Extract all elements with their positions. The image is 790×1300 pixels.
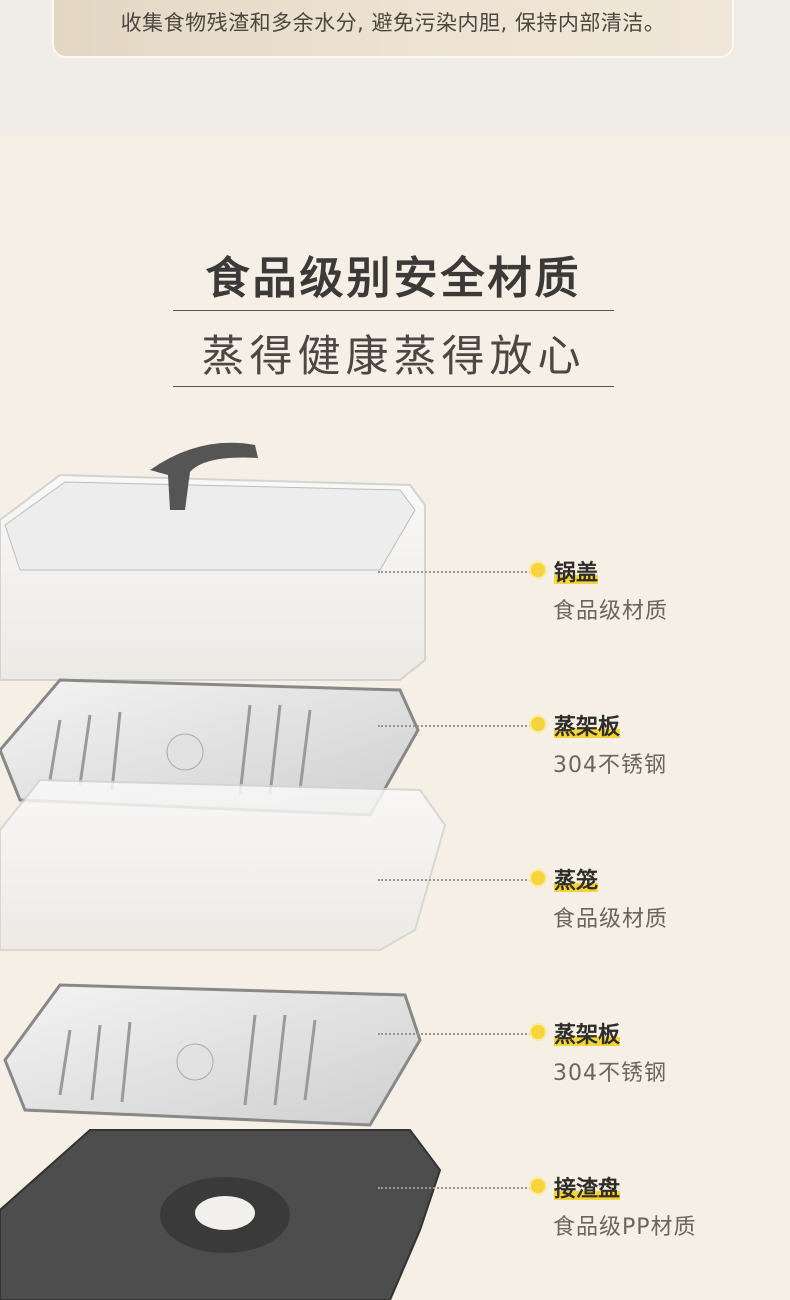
callout-basket: 蒸笼 食品级材质	[378, 863, 778, 959]
callout-rack-1: 蒸架板 304不锈钢	[378, 709, 778, 805]
callout-rack-2: 蒸架板 304不锈钢	[378, 1017, 778, 1113]
callout-drip-tray: 接渣盘 食品级PP材质	[378, 1171, 778, 1267]
part-name: 接渣盘	[554, 1171, 621, 1203]
part-name: 蒸架板	[554, 1017, 621, 1049]
headline-subtitle: 蒸得健康蒸得放心	[173, 322, 614, 387]
part-name: 锅盖	[554, 555, 599, 587]
info-banner: 收集食物残渣和多余水分, 避免污染内胆, 保持内部清洁。	[52, 0, 734, 58]
banner-text: 收集食物残渣和多余水分, 避免污染内胆, 保持内部清洁。	[120, 11, 666, 35]
part-material: 食品级PP材质	[553, 1215, 697, 1240]
marker-dot-icon	[531, 871, 545, 885]
rack-illustration-2	[3, 983, 422, 1127]
steamer-basket-illustration	[0, 778, 447, 951]
marker-dot-icon	[531, 1179, 545, 1193]
top-section: 收集食物残渣和多余水分, 避免污染内胆, 保持内部清洁。	[0, 0, 790, 135]
part-material: 304不锈钢	[553, 753, 667, 778]
marker-dot-icon	[531, 1025, 545, 1039]
steamer-exploded-view-image	[0, 442, 447, 1300]
part-material: 食品级材质	[553, 599, 669, 624]
part-material: 食品级材质	[553, 907, 669, 932]
leader-line	[378, 879, 531, 881]
lid-illustration	[0, 442, 426, 681]
callout-lid: 锅盖 食品级材质	[378, 555, 778, 651]
marker-dot-icon	[531, 717, 545, 731]
leader-line	[378, 1187, 531, 1189]
marker-dot-icon	[531, 563, 545, 577]
part-material: 304不锈钢	[553, 1061, 667, 1086]
part-name: 蒸笼	[554, 863, 599, 895]
leader-line	[378, 725, 531, 727]
leader-line	[378, 1033, 531, 1035]
leader-line	[378, 571, 531, 573]
drip-tray-illustration	[0, 1129, 442, 1300]
part-name: 蒸架板	[554, 709, 621, 741]
headline-title: 食品级别安全材质	[173, 242, 614, 311]
